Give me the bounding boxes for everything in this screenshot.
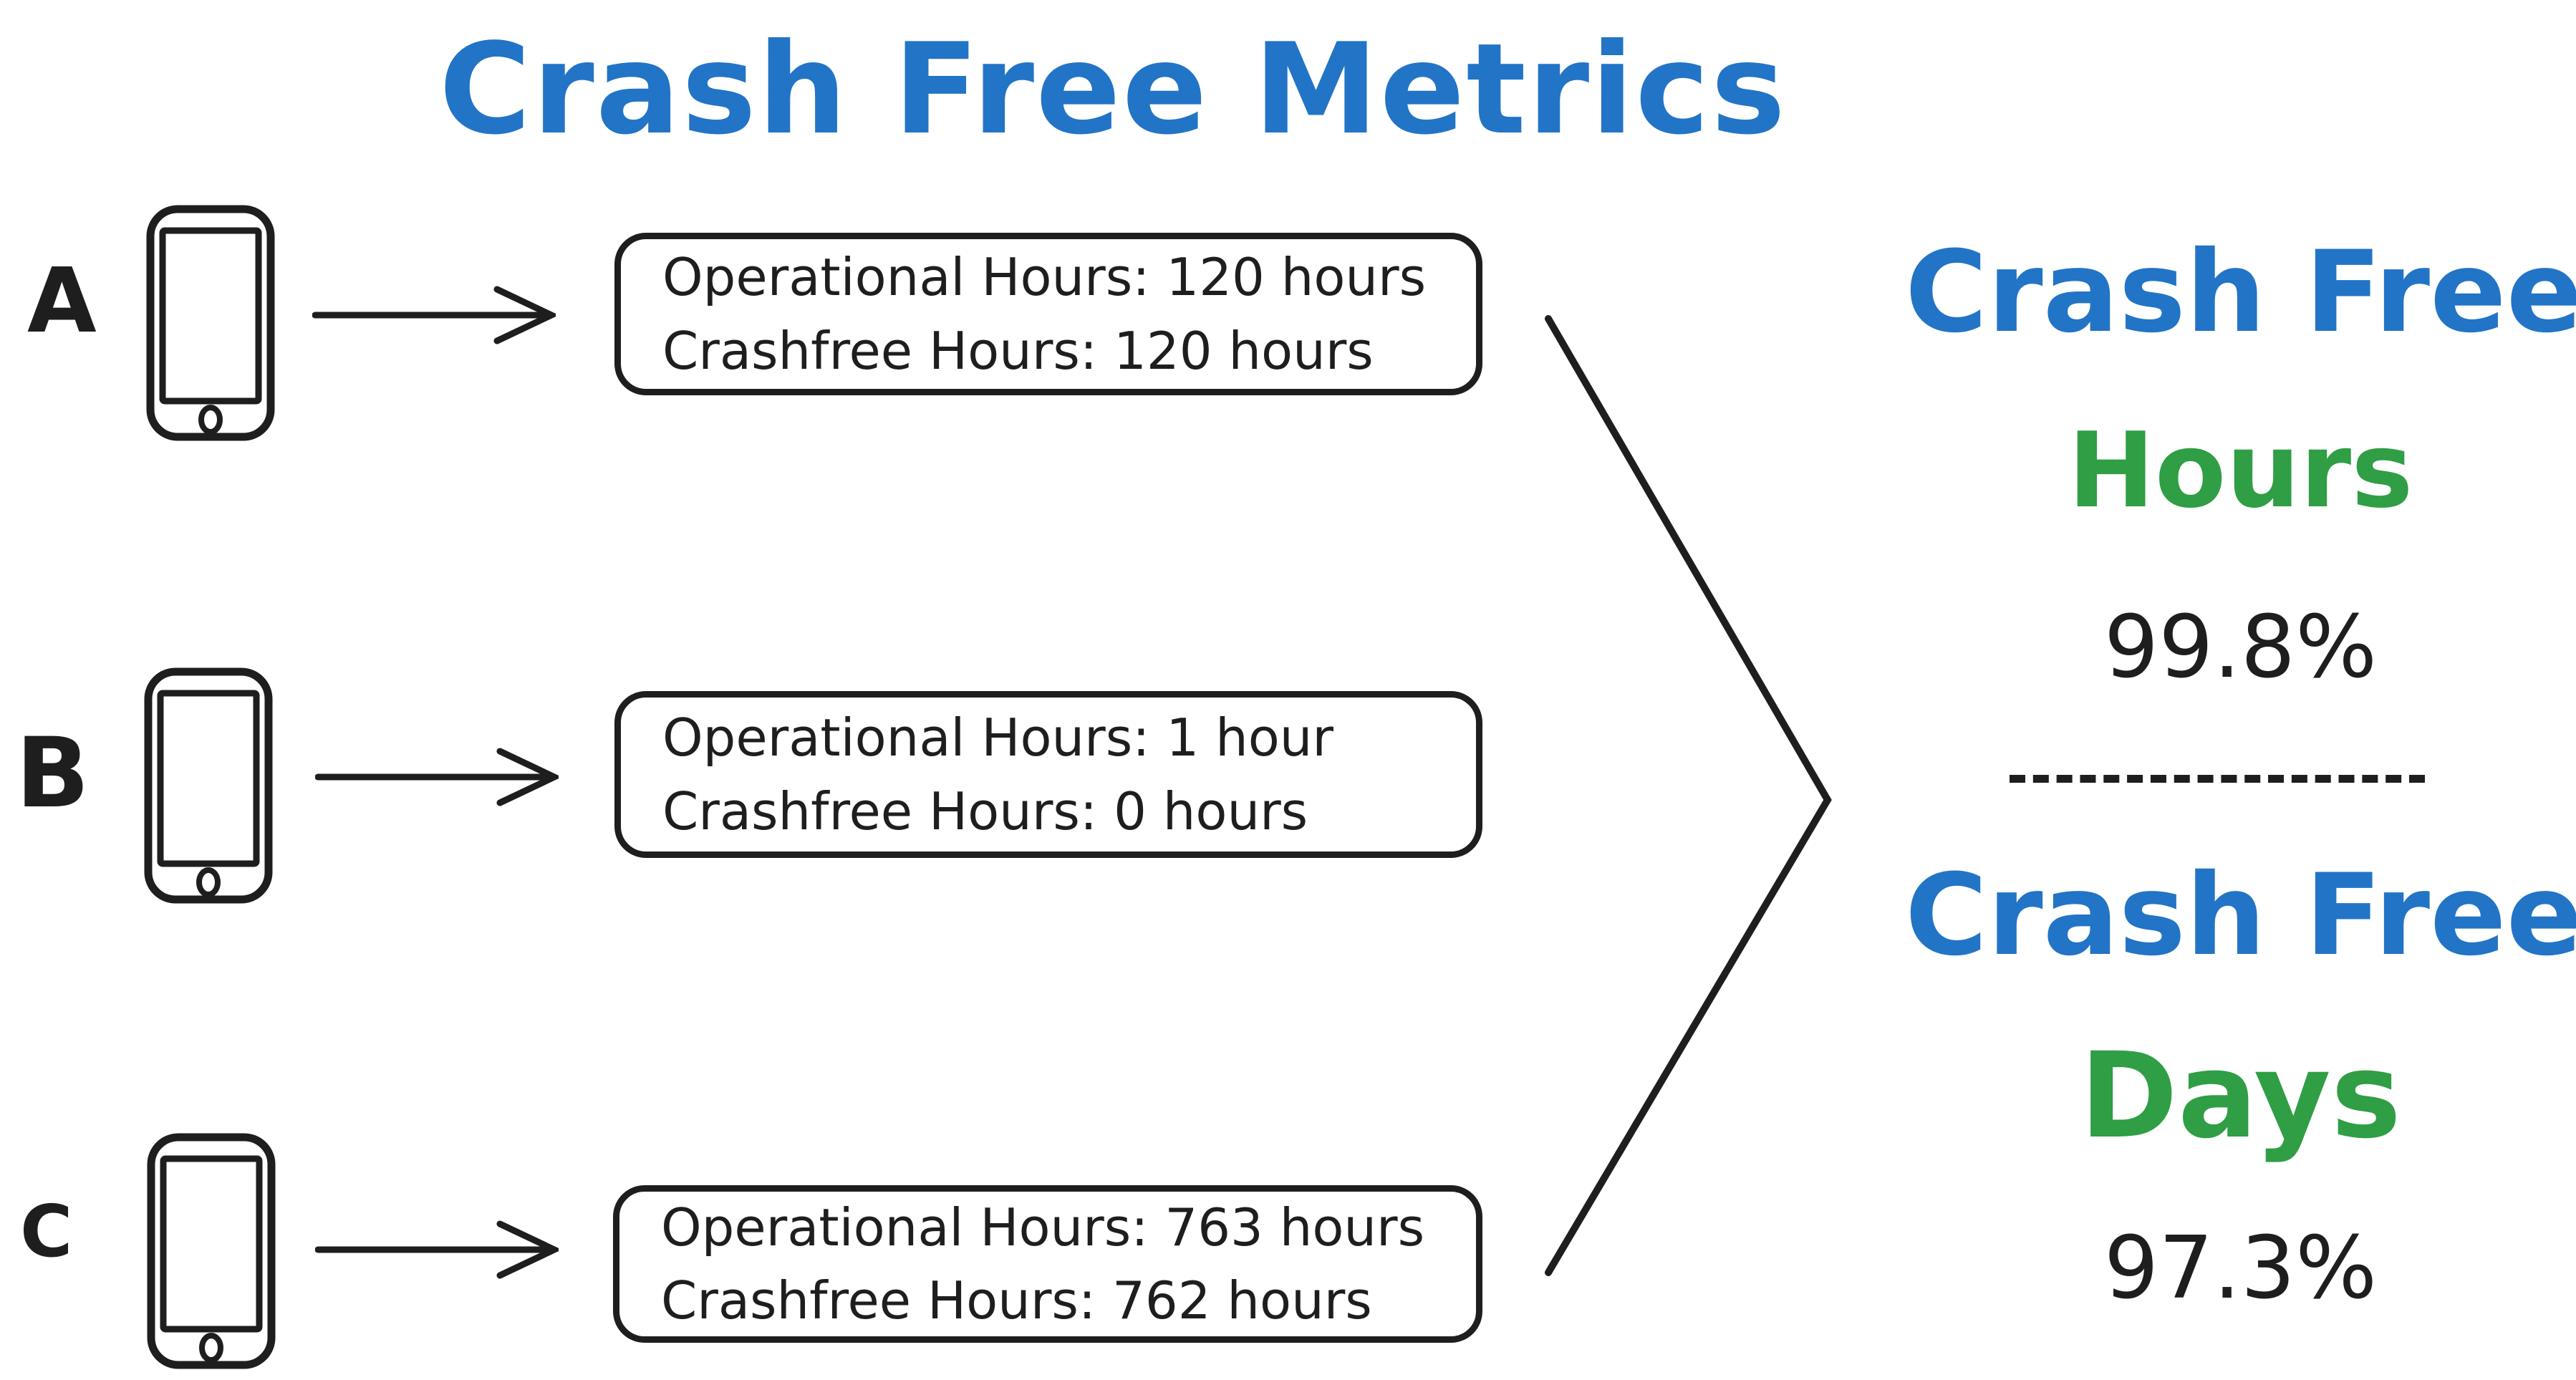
device-label-b: B: [16, 717, 90, 829]
result-heading-hours: Crash Free: [1905, 227, 2576, 358]
phone-icon: [146, 205, 275, 441]
result-value-days: 97.3%: [2103, 1219, 2378, 1318]
diagram-title: Crash Free Metrics: [439, 17, 1788, 163]
metrics-box-a: Operational Hours: 120 hours Crashfree H…: [614, 233, 1482, 395]
result-value-hours: 99.8%: [2103, 598, 2378, 698]
right-arrow-icon: [312, 283, 556, 347]
merge-chevron-icon: [1533, 301, 1841, 1289]
metrics-box-b: Operational Hours: 1 hour Crashfree Hour…: [614, 691, 1482, 858]
phone-icon: [144, 667, 273, 904]
crashfree-hours-line: Crashfree Hours: 762 hours: [661, 1270, 1372, 1331]
metrics-box-c: Operational Hours: 763 hours Crashfree H…: [613, 1185, 1482, 1343]
device-label-a: A: [27, 249, 97, 353]
operational-hours-line: Operational Hours: 120 hours: [662, 247, 1427, 308]
operational-hours-line: Operational Hours: 763 hours: [661, 1197, 1425, 1258]
dashed-divider-line: [2010, 775, 2425, 783]
result-heading-days: Crash Free: [1905, 850, 2576, 981]
result-unit-days: Days: [2080, 1027, 2401, 1164]
crashfree-hours-line: Crashfree Hours: 120 hours: [662, 320, 1374, 381]
operational-hours-line: Operational Hours: 1 hour: [662, 708, 1334, 768]
device-label-c: C: [20, 1190, 73, 1273]
crashfree-hours-line: Crashfree Hours: 0 hours: [662, 781, 1308, 841]
right-arrow-icon: [315, 745, 559, 809]
right-arrow-icon: [315, 1217, 559, 1282]
result-unit-hours: Hours: [2068, 410, 2413, 531]
phone-icon: [147, 1133, 276, 1369]
